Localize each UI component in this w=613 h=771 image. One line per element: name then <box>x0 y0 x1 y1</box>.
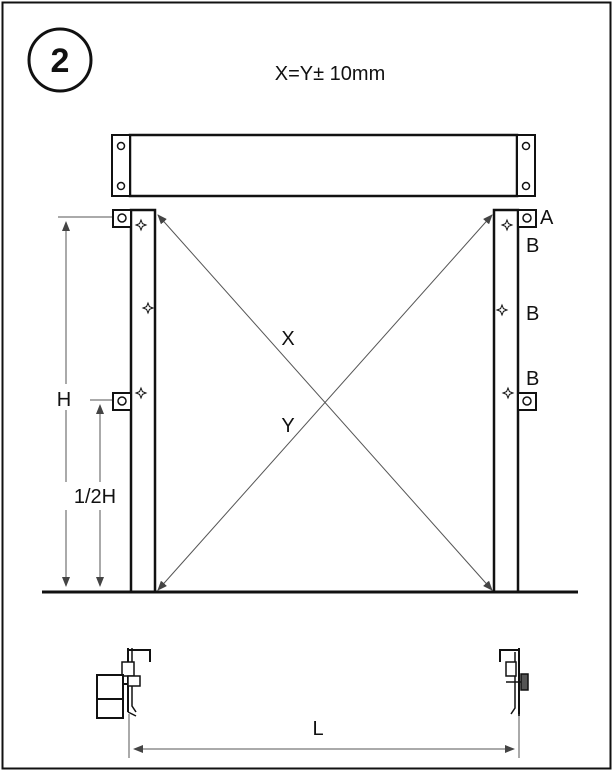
point-b-top-label: B <box>526 235 539 257</box>
tolerance-equation: X=Y± 10mm <box>275 63 385 85</box>
width-dimension: L <box>128 714 520 758</box>
diagonal-x-line <box>157 214 493 591</box>
half-height-dimension: 1/2H <box>64 399 126 587</box>
point-b-mid-label: B <box>526 303 539 325</box>
left-bracket-detail <box>96 648 151 719</box>
point-b-low-label: B <box>526 368 539 390</box>
step-number: 2 <box>51 42 70 80</box>
step-circle <box>27 27 93 93</box>
height-dimension: H <box>52 216 112 587</box>
right-bracket-detail <box>499 648 529 716</box>
top-beam <box>111 133 536 198</box>
step-badge: 2 <box>27 27 93 93</box>
half-height-label: 1/2H <box>74 486 116 508</box>
width-label: L <box>312 718 323 740</box>
height-label: H <box>57 389 71 411</box>
left-upright <box>112 208 157 594</box>
right-upright <box>492 208 537 594</box>
point-a-label: A <box>540 207 554 229</box>
diagonal-x-label: X <box>281 328 294 350</box>
diagonal-y-label: Y <box>281 415 294 437</box>
